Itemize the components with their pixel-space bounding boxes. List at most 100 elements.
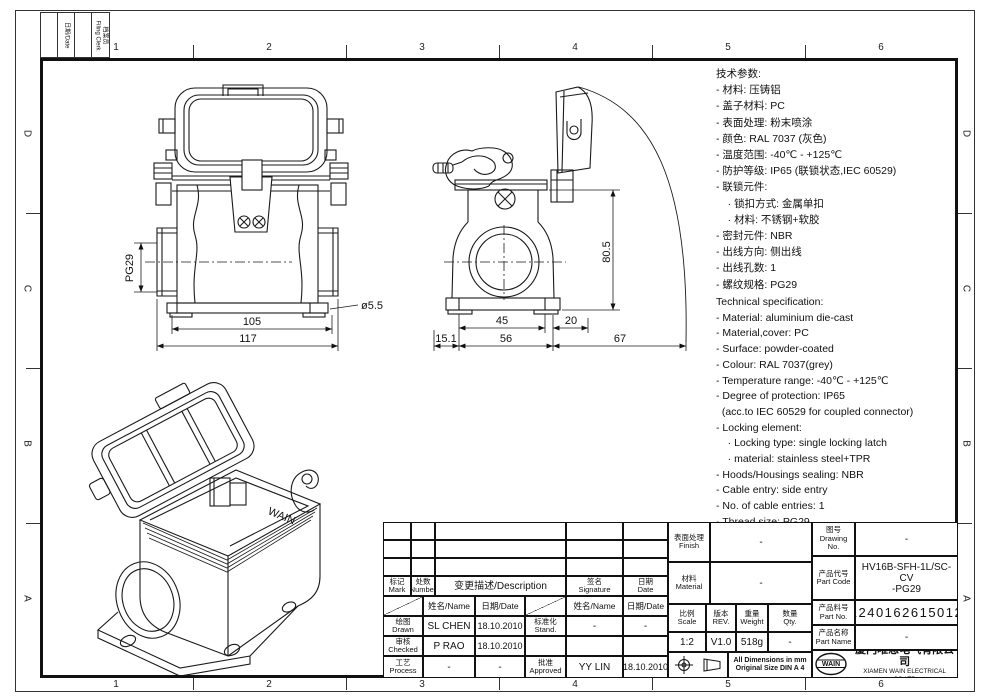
dim-117: 117	[239, 333, 257, 345]
rev-subheader-date-1: 日期/Date	[475, 596, 525, 616]
rev-empty-cell	[411, 540, 435, 558]
zone-top-3: 3	[419, 42, 425, 53]
zone-tick	[652, 678, 653, 690]
process-date: -	[475, 656, 525, 678]
part-name-value: -	[855, 625, 958, 650]
rev-empty-cell	[435, 558, 566, 576]
spec-line: - Cable entry: side entry	[716, 484, 828, 497]
dim-15-1: 15.1	[435, 333, 456, 345]
wain-logo: WAIN	[815, 652, 847, 676]
rev-empty-cell	[383, 540, 411, 558]
rev-subheader-name-2: 姓名/Name	[566, 596, 623, 616]
tech-params-cn: 技术参数:- 材料: 压铸铝- 盖子材料: PC- 表面处理: 粉末喷涂- 颜色…	[716, 66, 954, 293]
spec-line: - Hoods/Housings sealing: NBR	[716, 468, 864, 481]
spec-line: - Colour: RAL 7037(grey)	[716, 358, 833, 371]
zone-tick	[958, 523, 972, 524]
side-view	[432, 86, 687, 343]
rev-header-number: 处数Number	[411, 576, 435, 596]
company-cell: WAIN 厦门唯恩电气有限公司 XIAMEN WAIN ELECTRICAL C…	[812, 650, 958, 678]
svg-text:WAIN: WAIN	[822, 661, 840, 668]
scale-value: 1:2	[668, 632, 706, 652]
spec-line: - 表面处理: 粉末喷涂	[716, 116, 813, 129]
dimension-note-cell: All Dimensions in mm Original Size DIN A…	[728, 652, 812, 678]
dim-45: 45	[496, 315, 508, 327]
stand-name: -	[566, 616, 623, 636]
spec-line: - Material,cover: PC	[716, 327, 809, 340]
zone-tick	[958, 213, 972, 214]
stand-date: -	[623, 616, 668, 636]
spec-line: 技术参数:	[716, 68, 761, 80]
rev-empty-cell	[435, 540, 566, 558]
dim-67: 67	[614, 333, 626, 345]
zone-tick	[652, 45, 653, 58]
zone-tick	[499, 678, 500, 690]
rev-empty-cell	[566, 540, 623, 558]
dim-105: 105	[243, 316, 261, 328]
spec-line: - Surface: powder-coated	[716, 343, 834, 356]
spec-line: - 防护等级: IP65 (联锁状态,IEC 60529)	[716, 165, 897, 178]
process-name: -	[423, 656, 475, 678]
tech-spec-en: Technical specification:- Material: alum…	[716, 295, 954, 531]
zone-top-2: 2	[266, 42, 272, 53]
company-name-en: XIAMEN WAIN ELECTRICAL CO.LTD	[863, 668, 946, 677]
zone-top-6: 6	[878, 42, 884, 53]
dim-pg29: PG29	[124, 254, 136, 282]
outer-border	[15, 10, 975, 692]
material-value: -	[710, 562, 812, 604]
zone-bottom-3: 3	[419, 679, 425, 690]
spec-line: - No. of cable entries: 1	[716, 500, 825, 513]
zone-bottom-4: 4	[572, 679, 578, 690]
isometric-view: WAIN	[88, 382, 322, 677]
rev-empty-cell	[411, 558, 435, 576]
spec-line: · Locking type: single locking latch	[716, 437, 888, 450]
zone-bottom-2: 2	[266, 679, 272, 690]
checked-name: P RAO	[423, 636, 475, 656]
spec-line: Technical specification:	[716, 296, 824, 308]
zone-bottom-5: 5	[725, 679, 731, 690]
zone-right-c: C	[960, 284, 972, 293]
front-view-dimensions: PG29 105 117 ø5.5	[124, 242, 383, 351]
zone-tick	[805, 45, 806, 58]
qty-value: -	[768, 632, 812, 652]
zone-right-d: D	[960, 129, 972, 138]
zone-left-b: B	[21, 440, 33, 447]
first-angle-projection-icon	[675, 656, 721, 674]
zone-tick	[26, 213, 40, 214]
weight-value: 518g	[736, 632, 768, 652]
rev-empty-cell	[435, 522, 566, 540]
zone-tick	[346, 678, 347, 690]
zone-bottom-1: 1	[113, 679, 119, 690]
spec-line: - 颜色: RAL 7037 (灰色)	[716, 132, 827, 145]
spec-line: - 出线孔数: 1	[716, 262, 777, 275]
spec-line: - 联锁元件:	[716, 181, 768, 194]
rev-empty-cell	[623, 540, 668, 558]
zone-tick	[193, 678, 194, 690]
spec-line: (acc.to IEC 60529 for coupled connector)	[716, 405, 914, 418]
dim-hole: ø5.5	[361, 300, 383, 312]
drawn-date: 18.10.2010	[475, 616, 525, 636]
spec-line: - 螺纹规格: PG29	[716, 278, 798, 291]
titleblock-empty-cell	[623, 636, 668, 656]
spec-line: - Degree of protection: IP65	[716, 390, 845, 403]
front-view	[145, 84, 349, 318]
corner-cell-empty-1	[40, 12, 58, 58]
spec-line: - Locking element:	[716, 421, 802, 434]
spec-line: · 锁扣方式: 金属单扣	[716, 197, 824, 210]
side-view-dimensions: 80.5 45 20 15.1 56 67	[433, 189, 687, 351]
zone-bottom-6: 6	[878, 679, 884, 690]
zone-tick	[499, 45, 500, 58]
